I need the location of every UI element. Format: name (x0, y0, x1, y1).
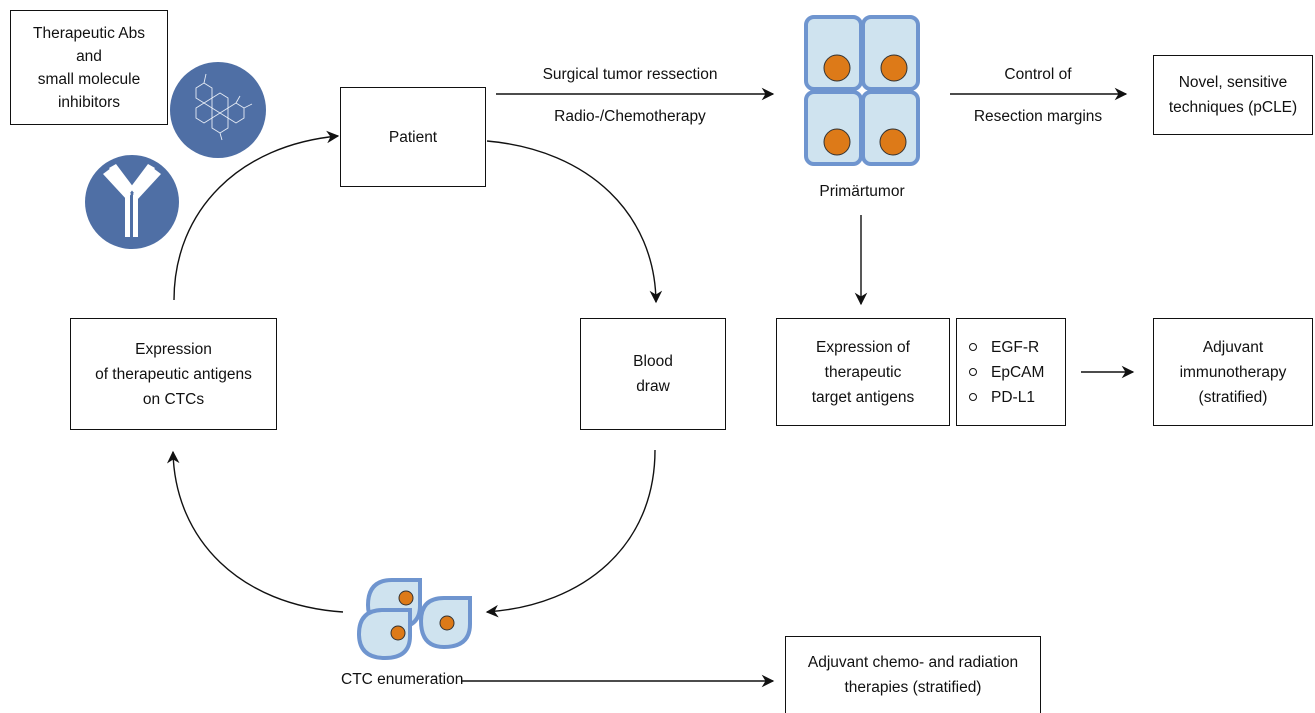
ctc-enumeration-label: CTC enumeration (341, 671, 464, 688)
resection-label-bottom: Radio-/Chemotherapy (554, 108, 706, 125)
primary-tumor-icon (804, 15, 920, 166)
margins-label-top: Control of (1004, 66, 1072, 83)
antigen-item: EpCAM (969, 360, 1044, 385)
antibody-icon (85, 155, 179, 249)
target-expression-line-2: therapeutic (824, 363, 902, 381)
novel-line-1: Novel, sensitive (1178, 74, 1288, 91)
therapeutics-line-3: small molecule (37, 70, 141, 88)
arrow-patient-to-blood (486, 140, 663, 304)
blood-line-2: draw (636, 378, 670, 395)
antigen-item: PD-L1 (969, 385, 1035, 410)
therapeutics-line-4: inhibitors (57, 93, 121, 111)
molecule-icon (170, 62, 266, 158)
chemo-line-1: Adjuvant chemo- and radiation (807, 654, 1019, 671)
target-expression-box: Expression of therapeutic target antigen… (776, 318, 950, 426)
immuno-line-3: (stratified) (1198, 388, 1268, 406)
target-expression-line-3: target antigens (811, 388, 915, 406)
arrow-blood-to-ctc (485, 449, 656, 618)
target-expression-line-1: Expression of (816, 338, 910, 356)
antigen-item-label: EpCAM (991, 363, 1045, 381)
primary-tumor-label: Primärtumor (819, 183, 905, 200)
arrow-expression-to-patient (173, 130, 340, 301)
margins-label-bottom: Resection margins (973, 108, 1103, 125)
expression-ctc-box: Expression of therapeutic antigens on CT… (70, 318, 277, 430)
novel-techniques-box: Novel, sensitive techniques (pCLE) (1153, 55, 1313, 135)
antigen-item-label: PD-L1 (991, 388, 1035, 406)
antigen-item-label: EGF-R (991, 338, 1040, 356)
adjuvant-immunotherapy-box: Adjuvant immunotherapy (stratified) (1153, 318, 1313, 426)
immuno-line-2: immunotherapy (1179, 363, 1287, 381)
expression-ctc-line-1: Expression (135, 340, 212, 358)
antigen-item: EGF-R (969, 335, 1039, 360)
adjuvant-chemo-box: Adjuvant chemo- and radiation therapies … (785, 636, 1041, 713)
antigen-list-box: EGF-R EpCAM PD-L1 (956, 318, 1066, 426)
therapeutics-box: Therapeutic Abs and small molecule inhib… (10, 10, 168, 125)
patient-label: Patient (388, 128, 438, 146)
blood-draw-box: Blood draw (580, 318, 726, 430)
resection-label-top: Surgical tumor ressection (542, 66, 718, 83)
expression-ctc-line-2: of therapeutic antigens (95, 365, 252, 383)
therapeutics-line-1: Therapeutic Abs (32, 24, 145, 42)
bullet-icon (969, 343, 977, 351)
ctc-cells-icon (356, 578, 472, 661)
immuno-line-1: Adjuvant (1202, 338, 1264, 356)
novel-line-2: techniques (pCLE) (1168, 99, 1298, 116)
therapeutics-line-2: and (76, 47, 102, 65)
expression-ctc-line-3: on CTCs (142, 390, 205, 408)
bullet-icon (969, 368, 977, 376)
bullet-icon (969, 393, 977, 401)
chemo-line-2: therapies (stratified) (844, 679, 982, 696)
blood-line-1: Blood (633, 353, 673, 370)
arrow-ctc-to-expression (166, 450, 344, 613)
patient-box: Patient (340, 87, 486, 187)
